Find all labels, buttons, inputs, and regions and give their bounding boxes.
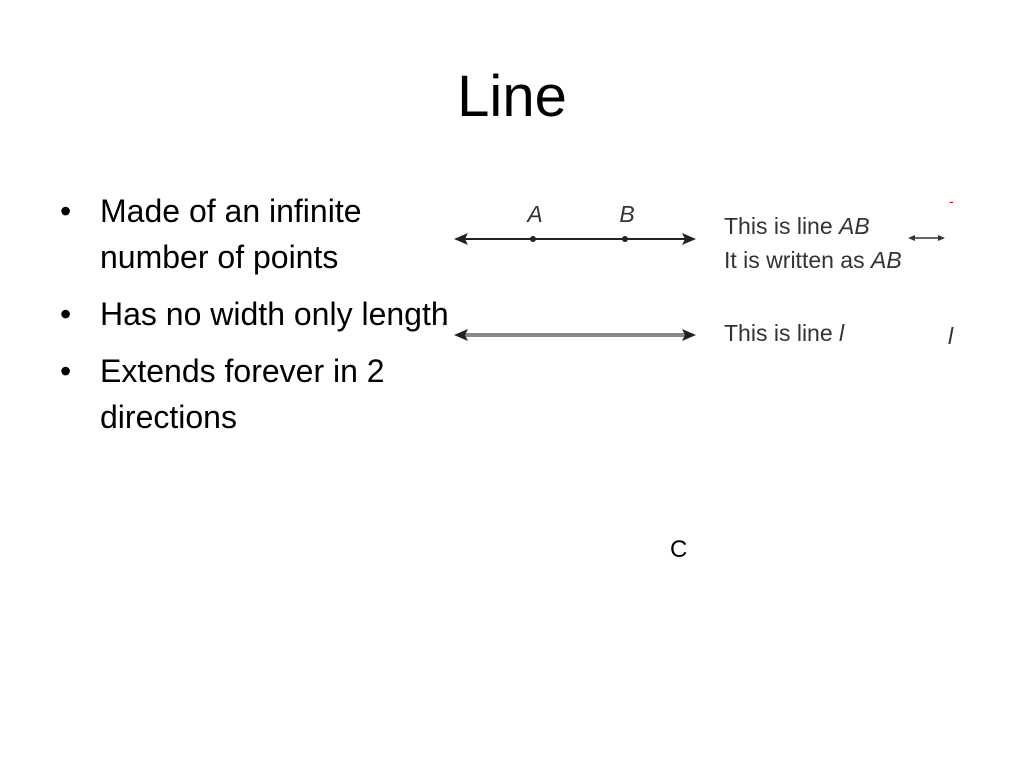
bullet-marker: • bbox=[60, 296, 72, 332]
right-arrowhead-icon bbox=[682, 329, 696, 341]
written-as-caption: It is written as AB bbox=[724, 247, 902, 273]
bullet-marker: • bbox=[60, 353, 72, 389]
right-arrowhead-icon bbox=[682, 233, 696, 245]
point-b-label: B bbox=[619, 201, 634, 227]
footer-letter: C bbox=[670, 536, 688, 563]
bullet-list: • Made of an infinite number of points •… bbox=[58, 188, 478, 451]
line-diagram: A B This is line AB It is written as AB … bbox=[442, 193, 954, 349]
bullet-item: • Extends forever in 2 directions bbox=[58, 348, 478, 440]
bullet-text: Extends forever in 2 directions bbox=[100, 353, 385, 435]
written-as-name: AB bbox=[869, 247, 902, 273]
line-ab-name: AB bbox=[837, 213, 870, 239]
bullet-text: Has no width only length bbox=[100, 296, 449, 332]
line-l-figure: ' bbox=[442, 319, 696, 341]
bullet-item: • Has no width only length bbox=[58, 291, 478, 337]
slide-title: Line bbox=[457, 64, 567, 129]
bullet-marker: • bbox=[60, 193, 72, 229]
line-l-caption-text: This is line bbox=[724, 320, 839, 346]
point-a-label: A bbox=[525, 201, 542, 227]
written-as-caption-text: It is written as bbox=[724, 247, 871, 273]
line-ab-figure: A B bbox=[454, 201, 696, 245]
line-l-name: l bbox=[839, 320, 845, 346]
line-notation-icon bbox=[908, 235, 945, 241]
left-arrowhead-icon bbox=[454, 233, 468, 245]
line-l-caption: This is line l bbox=[724, 320, 845, 346]
bullet-item: • Made of an infinite number of points bbox=[58, 188, 478, 280]
line-l-side-label: l bbox=[948, 323, 954, 349]
point-a bbox=[530, 236, 536, 242]
bullet-text: Made of an infinite number of points bbox=[100, 193, 362, 275]
point-b bbox=[622, 236, 628, 242]
left-arrowhead-icon bbox=[454, 329, 468, 341]
stray-red-mark: - bbox=[949, 193, 954, 209]
stray-tick-mark: ' bbox=[442, 319, 445, 335]
line-ab-caption-text: This is line bbox=[724, 213, 839, 239]
line-ab-caption: This is line AB bbox=[724, 213, 870, 239]
